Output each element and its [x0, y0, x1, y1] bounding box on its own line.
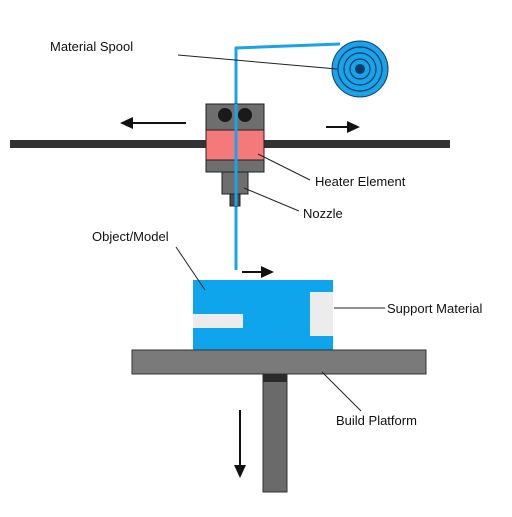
- label-material-spool: Material Spool: [50, 39, 133, 54]
- arrow-left-icon: [120, 117, 186, 129]
- leader-platform: [321, 371, 362, 412]
- label-object-model: Object/Model: [92, 229, 169, 244]
- drive-gear-right-icon: [238, 108, 252, 122]
- object-cavity: [193, 314, 243, 328]
- filament-spool-icon: [331, 40, 389, 98]
- leader-heater: [257, 153, 311, 181]
- label-heater-element: Heater Element: [315, 174, 406, 189]
- label-support-material: Support Material: [387, 301, 482, 316]
- platform-pillar-cap: [263, 374, 287, 382]
- build-platform: [131, 349, 427, 375]
- support-material: [310, 292, 333, 336]
- leader-object: [175, 246, 206, 291]
- platform-pillar: [262, 373, 288, 493]
- label-build-platform: Build Platform: [336, 413, 417, 428]
- arrow-right-icon: [242, 266, 274, 278]
- print-head: [205, 103, 265, 207]
- arrow-down-icon: [234, 410, 246, 478]
- leader-nozzle: [243, 187, 300, 212]
- arrow-right-icon: [326, 121, 360, 133]
- leader-spool: [177, 54, 338, 70]
- drive-gear-left-icon: [218, 108, 232, 122]
- label-nozzle: Nozzle: [303, 206, 343, 221]
